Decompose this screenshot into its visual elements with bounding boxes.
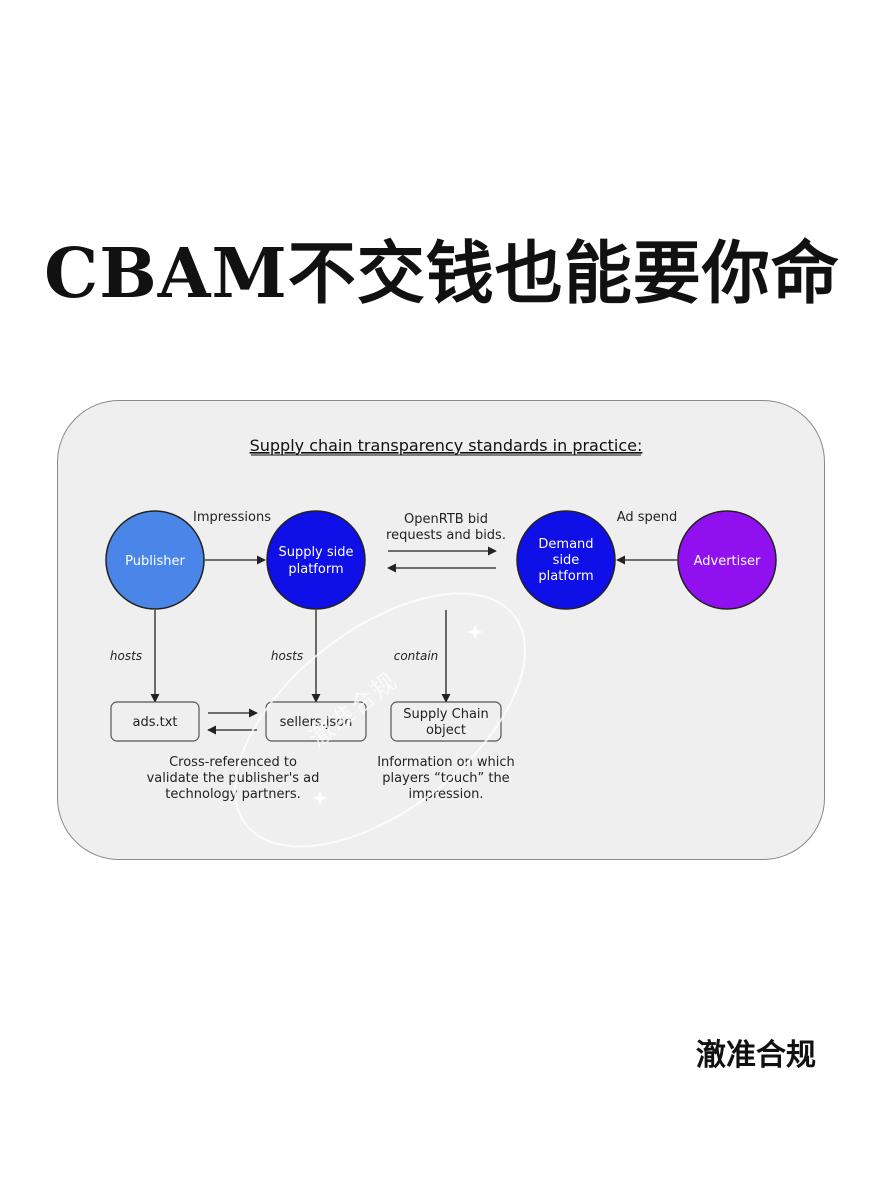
sparkle-icon-2 <box>312 790 328 806</box>
ssp-node <box>266 510 366 610</box>
watermark-seal <box>234 592 526 848</box>
cross-ref-caption-line1: Cross-referenced to <box>169 755 297 770</box>
diagram-title: Supply chain transparency standards in p… <box>250 436 643 455</box>
openrtb-label-line1: OpenRTB bid <box>404 512 488 527</box>
info-caption-line3: impression. <box>408 787 483 802</box>
dsp-label-line3: platform <box>538 569 593 584</box>
sellers-json-label: sellers.json <box>280 715 353 730</box>
dsp-label-line1: Demand <box>538 537 593 552</box>
ssp-label-line1: Supply side <box>278 545 353 560</box>
supply-chain-label-line1: Supply Chain <box>403 707 489 722</box>
contain-label: contain <box>394 649 439 663</box>
cross-ref-caption-line3: technology partners. <box>165 787 300 802</box>
info-caption-line1: Information on which <box>377 755 515 770</box>
ads-txt-box <box>110 701 200 742</box>
ads-txt-label: ads.txt <box>132 715 177 730</box>
cross-ref-caption-line2: validate the publisher's ad <box>147 771 320 786</box>
supply-chain-label-line2: object <box>426 723 466 738</box>
openrtb-label-line2: requests and bids. <box>386 528 506 543</box>
ad-spend-label: Ad spend <box>617 510 678 525</box>
impressions-label: Impressions <box>193 510 271 525</box>
dsp-label-line2: side <box>553 553 580 568</box>
ssp-label-line2: platform <box>288 562 343 577</box>
publisher-node <box>105 510 205 610</box>
sellers-json-box <box>265 701 367 742</box>
diagram-card <box>57 400 825 860</box>
publisher-label: Publisher <box>125 554 185 569</box>
info-caption-line2: players “touch” the <box>382 771 509 786</box>
sparkle-icon <box>467 624 483 640</box>
signature-text: 澈准合规 <box>696 1038 816 1073</box>
headline-title: CBAM不交钱也能要你命 <box>44 234 840 314</box>
advertiser-node <box>677 510 777 610</box>
hosts-left-label: hosts <box>110 649 142 663</box>
hosts-right-label: hosts <box>271 649 303 663</box>
dsp-node <box>516 510 616 610</box>
advertiser-label: Advertiser <box>694 554 761 569</box>
